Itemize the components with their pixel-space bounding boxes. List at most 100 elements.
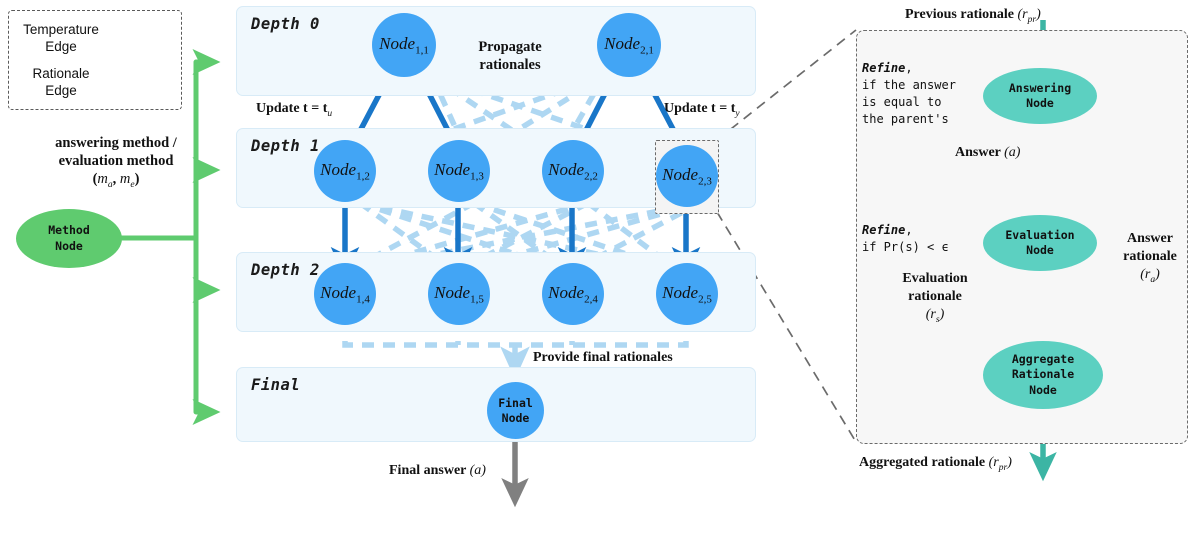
final-answer-text: Final answer: [389, 463, 467, 478]
node-1-3[interactable]: Node1,3: [428, 140, 490, 202]
refine-answer-annotation: Refine, if the answer is equal to the pa…: [862, 60, 956, 128]
answer-edge-text: Answer: [955, 145, 1001, 160]
answer-rationale-edge-label: Answer rationale (ra): [1104, 230, 1196, 289]
refine-answer-line2: if the answer: [862, 78, 956, 92]
refine-eval-annotation: Refine, if Pr(s) < ϵ: [862, 222, 949, 256]
node-1-5-base: Node: [434, 282, 471, 302]
panel-title-depth-1: Depth 1: [251, 137, 320, 155]
final-node[interactable]: Final Node: [487, 382, 544, 439]
aggregated-rationale-label: Aggregated rationale (rpr): [859, 455, 1012, 473]
propagate-rationales-label: Propagate rationales: [452, 38, 568, 74]
node-2-3[interactable]: Node2,3: [656, 145, 718, 207]
eval-rationale-line2: rationale: [908, 289, 962, 304]
node-2-4-sub: 2,4: [584, 293, 598, 306]
answering-node-line1: Answering: [1008, 80, 1072, 95]
node-2-4-base: Node: [548, 282, 585, 302]
aggregate-node-line1: Aggregate: [1011, 351, 1075, 366]
method-caption-line2: evaluation method: [58, 153, 174, 169]
update-right-text: Update t = t: [664, 101, 736, 116]
node-2-1-base: Node: [604, 33, 641, 53]
method-caption: answering method / evaluation method (ma…: [36, 134, 196, 194]
final-answer-label: Final answer (a): [389, 463, 486, 478]
refine-answer-line4: the parent's: [862, 112, 949, 126]
node-2-1[interactable]: Node2,1: [597, 13, 661, 77]
node-1-3-base: Node: [434, 159, 471, 179]
node-1-5-sub: 1,5: [470, 293, 484, 306]
method-node-line2: Node: [55, 238, 83, 253]
propagate-label-line2: rationales: [479, 57, 541, 73]
panel-title-depth-0: Depth 0: [251, 15, 320, 33]
panel-depth-0: Depth 0: [236, 6, 756, 96]
aggregated-rationale-text: Aggregated rationale: [859, 455, 986, 470]
legend-label-temperature-line2: Edge: [45, 39, 77, 54]
answering-node-line2: Node: [1026, 96, 1054, 110]
legend-label-temperature-line1: Temperature: [23, 22, 99, 37]
evaluation-node-line2: Node: [1026, 243, 1054, 257]
refine-answer-comma: ,: [905, 61, 913, 75]
refine-eval-comma: ,: [905, 223, 913, 237]
node-2-3-base: Node: [662, 164, 699, 184]
node-2-5-base: Node: [662, 282, 699, 302]
legend-item-temperature: Temperature Edge: [9, 15, 181, 59]
final-node-line2: Node: [501, 410, 530, 425]
method-caption-line3: (ma, me): [92, 171, 140, 190]
aggregate-node-line3: Node: [1029, 382, 1057, 397]
answer-rationale-sym: (ra): [1140, 267, 1160, 285]
node-2-3-sub: 2,3: [698, 175, 712, 188]
method-node-line1: Method: [48, 223, 90, 237]
evaluation-rationale-edge-label: Evaluation rationale (rs): [880, 270, 990, 329]
node-2-5-sub: 2,5: [698, 293, 712, 306]
node-2-1-sub: 2,1: [640, 44, 654, 57]
previous-rationale-text: Previous rationale: [905, 7, 1015, 22]
node-1-1-base: Node: [379, 33, 416, 53]
refine-eval-line2: if Pr(s) < ϵ: [862, 240, 949, 254]
legend-label-rationale-line2: Edge: [45, 83, 77, 98]
answering-node[interactable]: Answering Node: [983, 68, 1097, 124]
evaluation-node[interactable]: Evaluation Node: [983, 215, 1097, 271]
legend-item-rationale: Rationale Edge: [9, 59, 181, 103]
refine-answer-line3: is equal to: [862, 95, 942, 109]
node-1-2-sub: 1,2: [356, 170, 370, 183]
node-1-2-base: Node: [320, 159, 357, 179]
method-node[interactable]: Method Node: [16, 209, 122, 268]
update-left-text: Update t = t: [256, 101, 328, 116]
node-1-5[interactable]: Node1,5: [428, 263, 490, 325]
provide-final-rationales-label: Provide final rationales: [533, 350, 673, 365]
propagate-label-line1: Propagate: [478, 39, 542, 55]
eval-rationale-line1: Evaluation: [902, 271, 968, 286]
panel-title-final: Final: [251, 376, 301, 394]
refine-answer-keyword: Refine: [862, 61, 906, 75]
node-1-4-base: Node: [320, 282, 357, 302]
aggregate-node-line2: Rationale: [1011, 367, 1075, 382]
method-branch-edges: [119, 49, 221, 425]
update-left-sub: u: [327, 108, 333, 119]
node-2-2[interactable]: Node2,2: [542, 140, 604, 202]
node-1-1[interactable]: Node1,1: [372, 13, 436, 77]
legend-label-rationale-line1: Rationale: [32, 66, 90, 81]
node-1-4-sub: 1,4: [356, 293, 370, 306]
node-2-5[interactable]: Node2,5: [656, 263, 718, 325]
update-left-label: Update t = tu: [256, 100, 332, 123]
panel-title-depth-2: Depth 2: [251, 261, 320, 279]
previous-rationale-label: Previous rationale (rpr): [905, 7, 1041, 25]
update-right-label: Update t = ty: [664, 100, 740, 123]
update-right-sub: y: [735, 108, 740, 119]
answer-rationale-line1: Answer: [1127, 231, 1173, 246]
final-node-line1: Final: [498, 395, 533, 410]
answer-edge-label: Answer (a): [955, 145, 1021, 160]
node-2-2-base: Node: [548, 159, 585, 179]
node-2-4[interactable]: Node2,4: [542, 263, 604, 325]
node-1-4[interactable]: Node1,4: [314, 263, 376, 325]
aggregate-rationale-node[interactable]: Aggregate Rationale Node: [983, 341, 1103, 409]
node-2-2-sub: 2,2: [584, 170, 598, 183]
eval-rationale-sym: (rs): [925, 307, 945, 325]
node-1-2[interactable]: Node1,2: [314, 140, 376, 202]
refine-eval-keyword: Refine: [862, 223, 906, 237]
edge-legend: Temperature Edge Rationale Edge: [8, 10, 182, 110]
answer-rationale-line2: rationale: [1123, 249, 1177, 264]
node-1-1-sub: 1,1: [415, 44, 429, 57]
node-1-3-sub: 1,3: [470, 170, 484, 183]
method-caption-line1: answering method /: [55, 135, 177, 151]
